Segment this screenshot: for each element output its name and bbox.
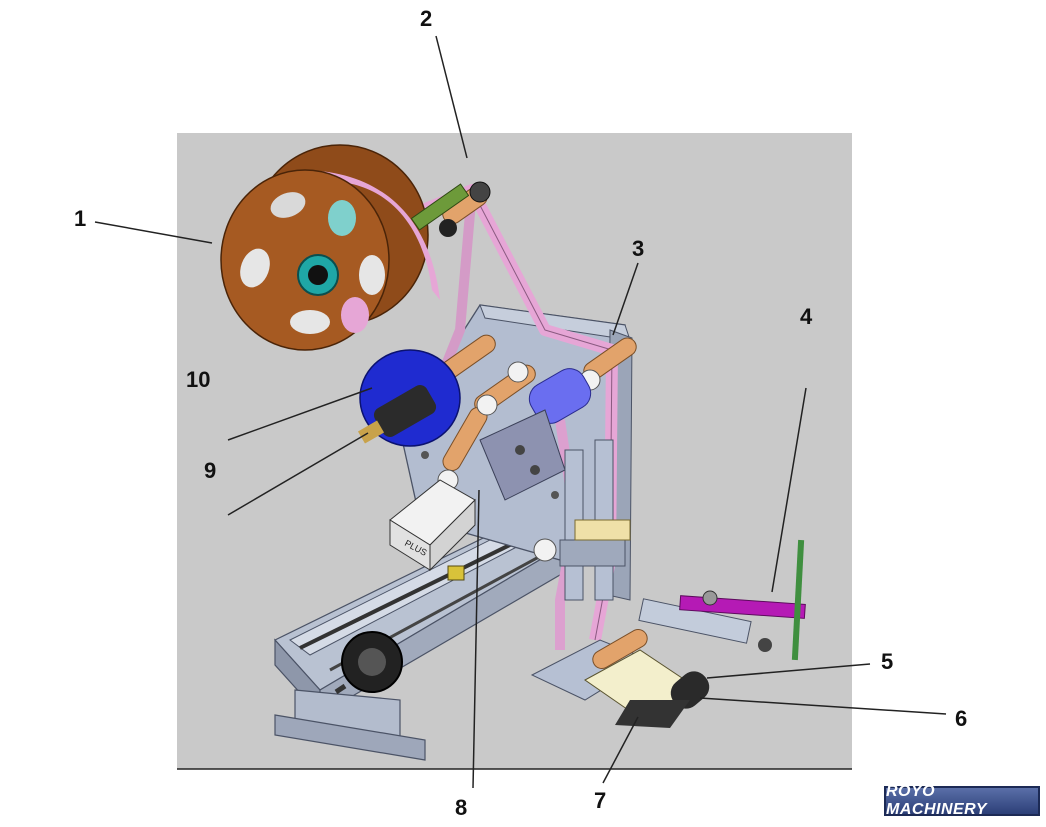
leader-lines <box>94 35 947 789</box>
drive-motor <box>357 349 461 447</box>
guide-rollers <box>410 181 637 562</box>
callout-2: 2 <box>420 6 433 31</box>
leader-2 <box>435 35 468 159</box>
slide-rail-assembly <box>274 519 567 761</box>
leader-6 <box>699 697 947 715</box>
sensor-arm <box>638 539 806 661</box>
label-reel <box>220 144 440 351</box>
callout-7: 7 <box>594 788 607 813</box>
leader-7 <box>602 716 639 784</box>
royo-machinery-watermark: ROYO MACHINERY <box>884 783 1040 818</box>
leader-9 <box>227 432 369 516</box>
stepper-motor: PLUS <box>389 479 476 581</box>
peel-cylinder <box>479 368 592 501</box>
vertical-slide <box>559 439 631 601</box>
callout-1: 1 <box>74 206 87 231</box>
callout-3: 3 <box>632 236 645 261</box>
callout-8: 8 <box>455 795 468 820</box>
leader-10 <box>227 387 373 441</box>
callout-9: 9 <box>204 458 217 483</box>
leader-8 <box>472 489 480 789</box>
callout-5: 5 <box>881 649 894 674</box>
leader-5 <box>706 663 871 679</box>
callout-10: 10 <box>186 367 211 392</box>
leader-1 <box>94 221 213 244</box>
leader-4 <box>771 387 807 593</box>
applicator-head <box>530 629 710 728</box>
callout-4: 4 <box>800 304 813 329</box>
callout-6: 6 <box>955 706 968 731</box>
leader-3 <box>612 262 639 336</box>
